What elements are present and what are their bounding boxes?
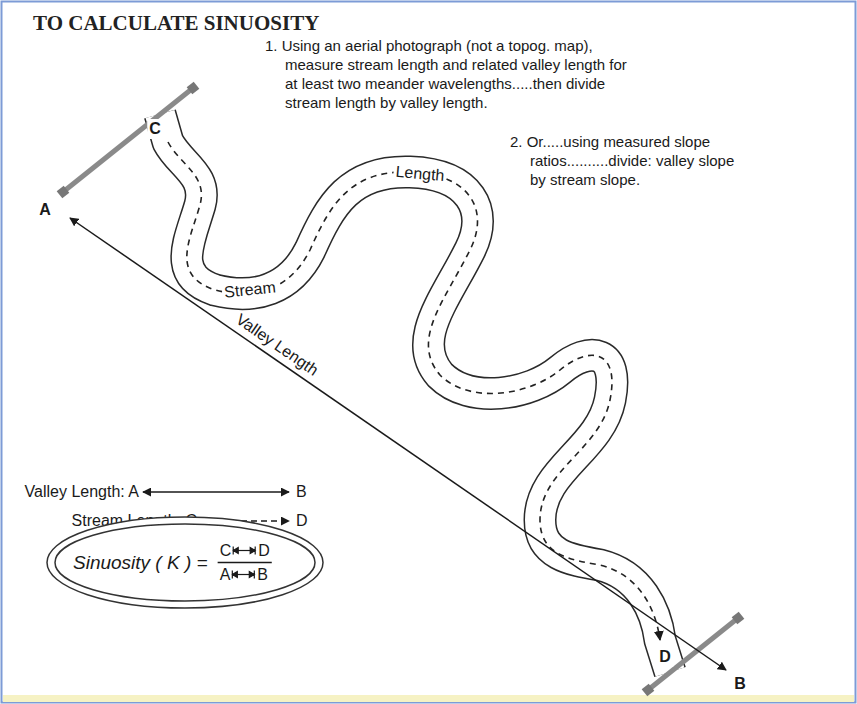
point-label: B — [734, 674, 746, 694]
bottom-strip — [3, 695, 854, 702]
step-two-note: 2. Or.....using measured slope ratios...… — [510, 132, 750, 189]
bar-end — [732, 612, 745, 625]
legend-valley-arrow — [143, 491, 289, 493]
length-word: Length — [393, 162, 447, 187]
step-one-note: 1. Using an aerial photograph (not a top… — [265, 36, 640, 112]
mini-arrow-head — [233, 547, 255, 555]
valley-length-label: Valley Length — [232, 310, 322, 381]
point-label: D — [657, 647, 673, 667]
formula-letter: B — [257, 565, 268, 585]
legend-text: Valley Length: A — [25, 482, 139, 502]
formula-letter: C — [220, 541, 232, 561]
formula-ellipse: Sinuosity ( K ) = C D A B — [45, 515, 325, 610]
point-label: A — [39, 200, 51, 220]
bar-end — [57, 186, 70, 199]
legend-text: B — [296, 482, 307, 502]
bar-end — [642, 684, 655, 697]
formula-letter: A — [220, 565, 231, 585]
title: TO CALCULATE SINUOSITY — [33, 10, 319, 36]
bar-end — [187, 82, 200, 95]
legend-text: D — [296, 511, 308, 531]
formula-text: Sinuosity ( K ) = — [73, 551, 208, 575]
valley-bar — [63, 88, 193, 192]
mini-arrow-head — [232, 571, 254, 579]
fraction-bar — [218, 562, 272, 563]
formula-letter: D — [258, 541, 270, 561]
stream-word: Stream — [221, 277, 278, 303]
valley-bar — [648, 618, 738, 690]
point-label: C — [147, 119, 163, 139]
